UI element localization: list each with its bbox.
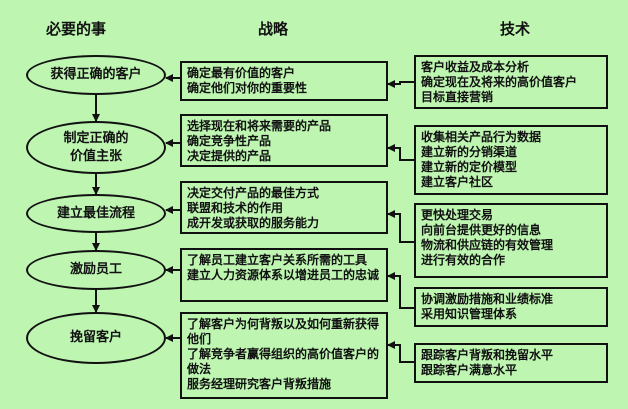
technique-box-3: 更快处理交易 向前台提供更好的信息 物流和供应链的有效管理 进行有效的合作 xyxy=(414,203,608,278)
technique-arrow-4 xyxy=(387,272,414,309)
oval-best-process: 建立最佳流程 xyxy=(26,194,166,233)
strategy-line: 决定提供的产品 xyxy=(187,149,272,163)
strategy-line: 确定竞争性产品 xyxy=(187,134,272,148)
technique-line: 建立客户社区 xyxy=(421,175,494,189)
technique-box-5: 跟踪客户背叛和挽留水平 跟踪客户满意水平 xyxy=(414,343,608,383)
technique-line: 收集相关产品行为数据 xyxy=(421,130,542,144)
technique-line: 更快处理交易 xyxy=(421,208,494,222)
technique-arrow-5 xyxy=(387,341,414,363)
technique-line: 采用知识管理体系 xyxy=(421,307,518,321)
oval-retain-customers: 挽留客户 xyxy=(26,312,166,364)
oval-acquire-customers: 获得正确的客户 xyxy=(26,55,166,95)
strategy-line: 选择现在和将来需要的产品 xyxy=(187,119,332,133)
technique-line: 建立新的定价模型 xyxy=(421,160,518,174)
strategy-box-1: 确定最有价值的客户 确定他们对你的重要性 xyxy=(180,61,388,101)
strategy-line: 联盟和技术的作用 xyxy=(187,201,284,215)
technique-arrow-2 xyxy=(387,144,414,161)
strategy-line: 了解员工建立客户关系所需的工具 xyxy=(187,253,368,267)
strategy-line: 了解客户为何背叛以及如何重新获得他们 xyxy=(187,317,380,346)
header-strategy: 战略 xyxy=(258,20,289,38)
technique-line: 跟踪客户背叛和挽留水平 xyxy=(421,348,554,362)
strategy-line: 建立人力资源体系以增进员工的忠诚 xyxy=(187,268,380,282)
strategy-line: 了解竞争者赢得组织的高价值客户的做法 xyxy=(187,347,380,376)
technique-box-2: 收集相关产品行为数据 建立新的分销渠道 建立新的定价模型 建立客户社区 xyxy=(414,125,608,195)
strategy-box-2: 选择现在和将来需要的产品 确定竞争性产品 决定提供的产品 xyxy=(180,114,388,167)
technique-line: 协调激励措施和业绩标准 xyxy=(421,292,554,306)
strategy-box-4: 了解员工建立客户关系所需的工具 建立人力资源体系以增进员工的忠诚 xyxy=(180,248,388,302)
strategy-box-5: 了解客户为何背叛以及如何重新获得他们 了解竞争者赢得组织的高价值客户的做法 服务… xyxy=(180,312,388,399)
oval-label: 激励员工 xyxy=(69,262,122,277)
technique-line: 客户收益及成本分析 xyxy=(421,60,530,74)
technique-arrow-3 xyxy=(387,210,414,243)
oval-motivate-employees: 激励员工 xyxy=(26,250,166,290)
technique-line: 目标直接营销 xyxy=(421,90,494,104)
technique-line: 跟踪客户满意水平 xyxy=(421,363,518,377)
oval-value-proposition: 制定正确的价值主张 xyxy=(26,121,166,174)
technique-line: 确定现在及将来的高价值客户 xyxy=(421,75,578,89)
oval-label: 制定正确的价值主张 xyxy=(63,130,129,164)
oval-label: 获得正确的客户 xyxy=(50,67,142,82)
header-technique: 技术 xyxy=(500,20,531,38)
strategy-line: 成开发或获取的服务能力 xyxy=(187,216,320,230)
technique-line: 建立新的分销渠道 xyxy=(421,145,518,159)
strategy-line: 确定最有价值的客户 xyxy=(187,66,296,80)
strategy-line: 服务经理研究客户背叛措施 xyxy=(187,377,332,391)
strategy-line: 确定他们对你的重要性 xyxy=(187,81,308,95)
oval-label: 建立最佳流程 xyxy=(56,205,135,221)
oval-label: 挽留客户 xyxy=(69,330,122,345)
technique-line: 向前台提供更好的信息 xyxy=(421,223,542,237)
technique-box-4: 协调激励措施和业绩标准 采用知识管理体系 xyxy=(414,287,608,327)
strategy-box-3: 决定交付产品的最佳方式 联盟和技术的作用 成开发或获取的服务能力 xyxy=(180,181,388,234)
technique-line: 物流和供应链的有效管理 xyxy=(421,238,554,252)
strategy-line: 决定交付产品的最佳方式 xyxy=(187,186,320,200)
technique-line: 进行有效的合作 xyxy=(421,253,506,267)
header-necessary: 必要的事 xyxy=(46,20,107,38)
technique-arrow-1 xyxy=(387,80,414,88)
technique-box-1: 客户收益及成本分析 确定现在及将来的高价值客户 目标直接营销 xyxy=(414,55,608,109)
